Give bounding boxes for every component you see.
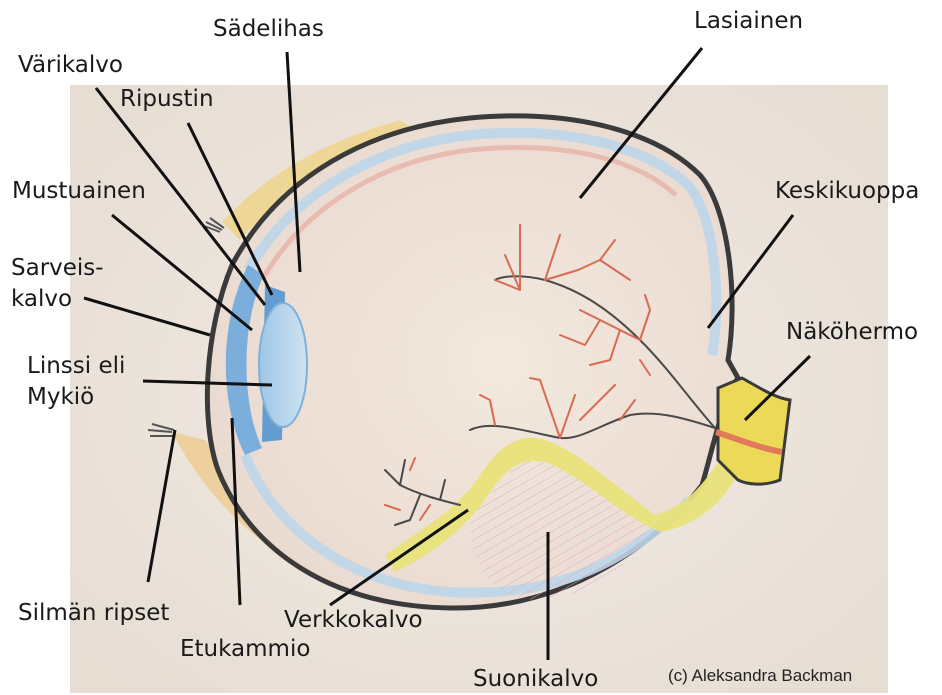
label-etukammio: Etukammio [180,634,310,665]
label-silman-ripset: Silmän ripset [18,598,169,629]
label-ripustin: Ripustin [120,84,214,115]
label-keskikuoppa: Keskikuoppa [775,176,919,207]
label-nakohermo: Näköhermo [786,317,918,348]
label-varikalvo: Värikalvo [18,50,123,81]
label-lasiainen: Lasiainen [694,6,803,37]
label-linssi: Linssi eli Mykiö [27,351,125,413]
label-sarveiskalvo: Sarveis- kalvo [11,253,104,315]
lens [259,303,307,427]
label-verkkokalvo: Verkkokalvo [284,605,423,636]
credit-text: (c) Aleksandra Backman [668,666,852,686]
label-suonikalvo: Suonikalvo [473,664,598,695]
label-sadelihas: Sädelihas [213,14,324,45]
label-mustuainen: Mustuainen [12,176,146,207]
